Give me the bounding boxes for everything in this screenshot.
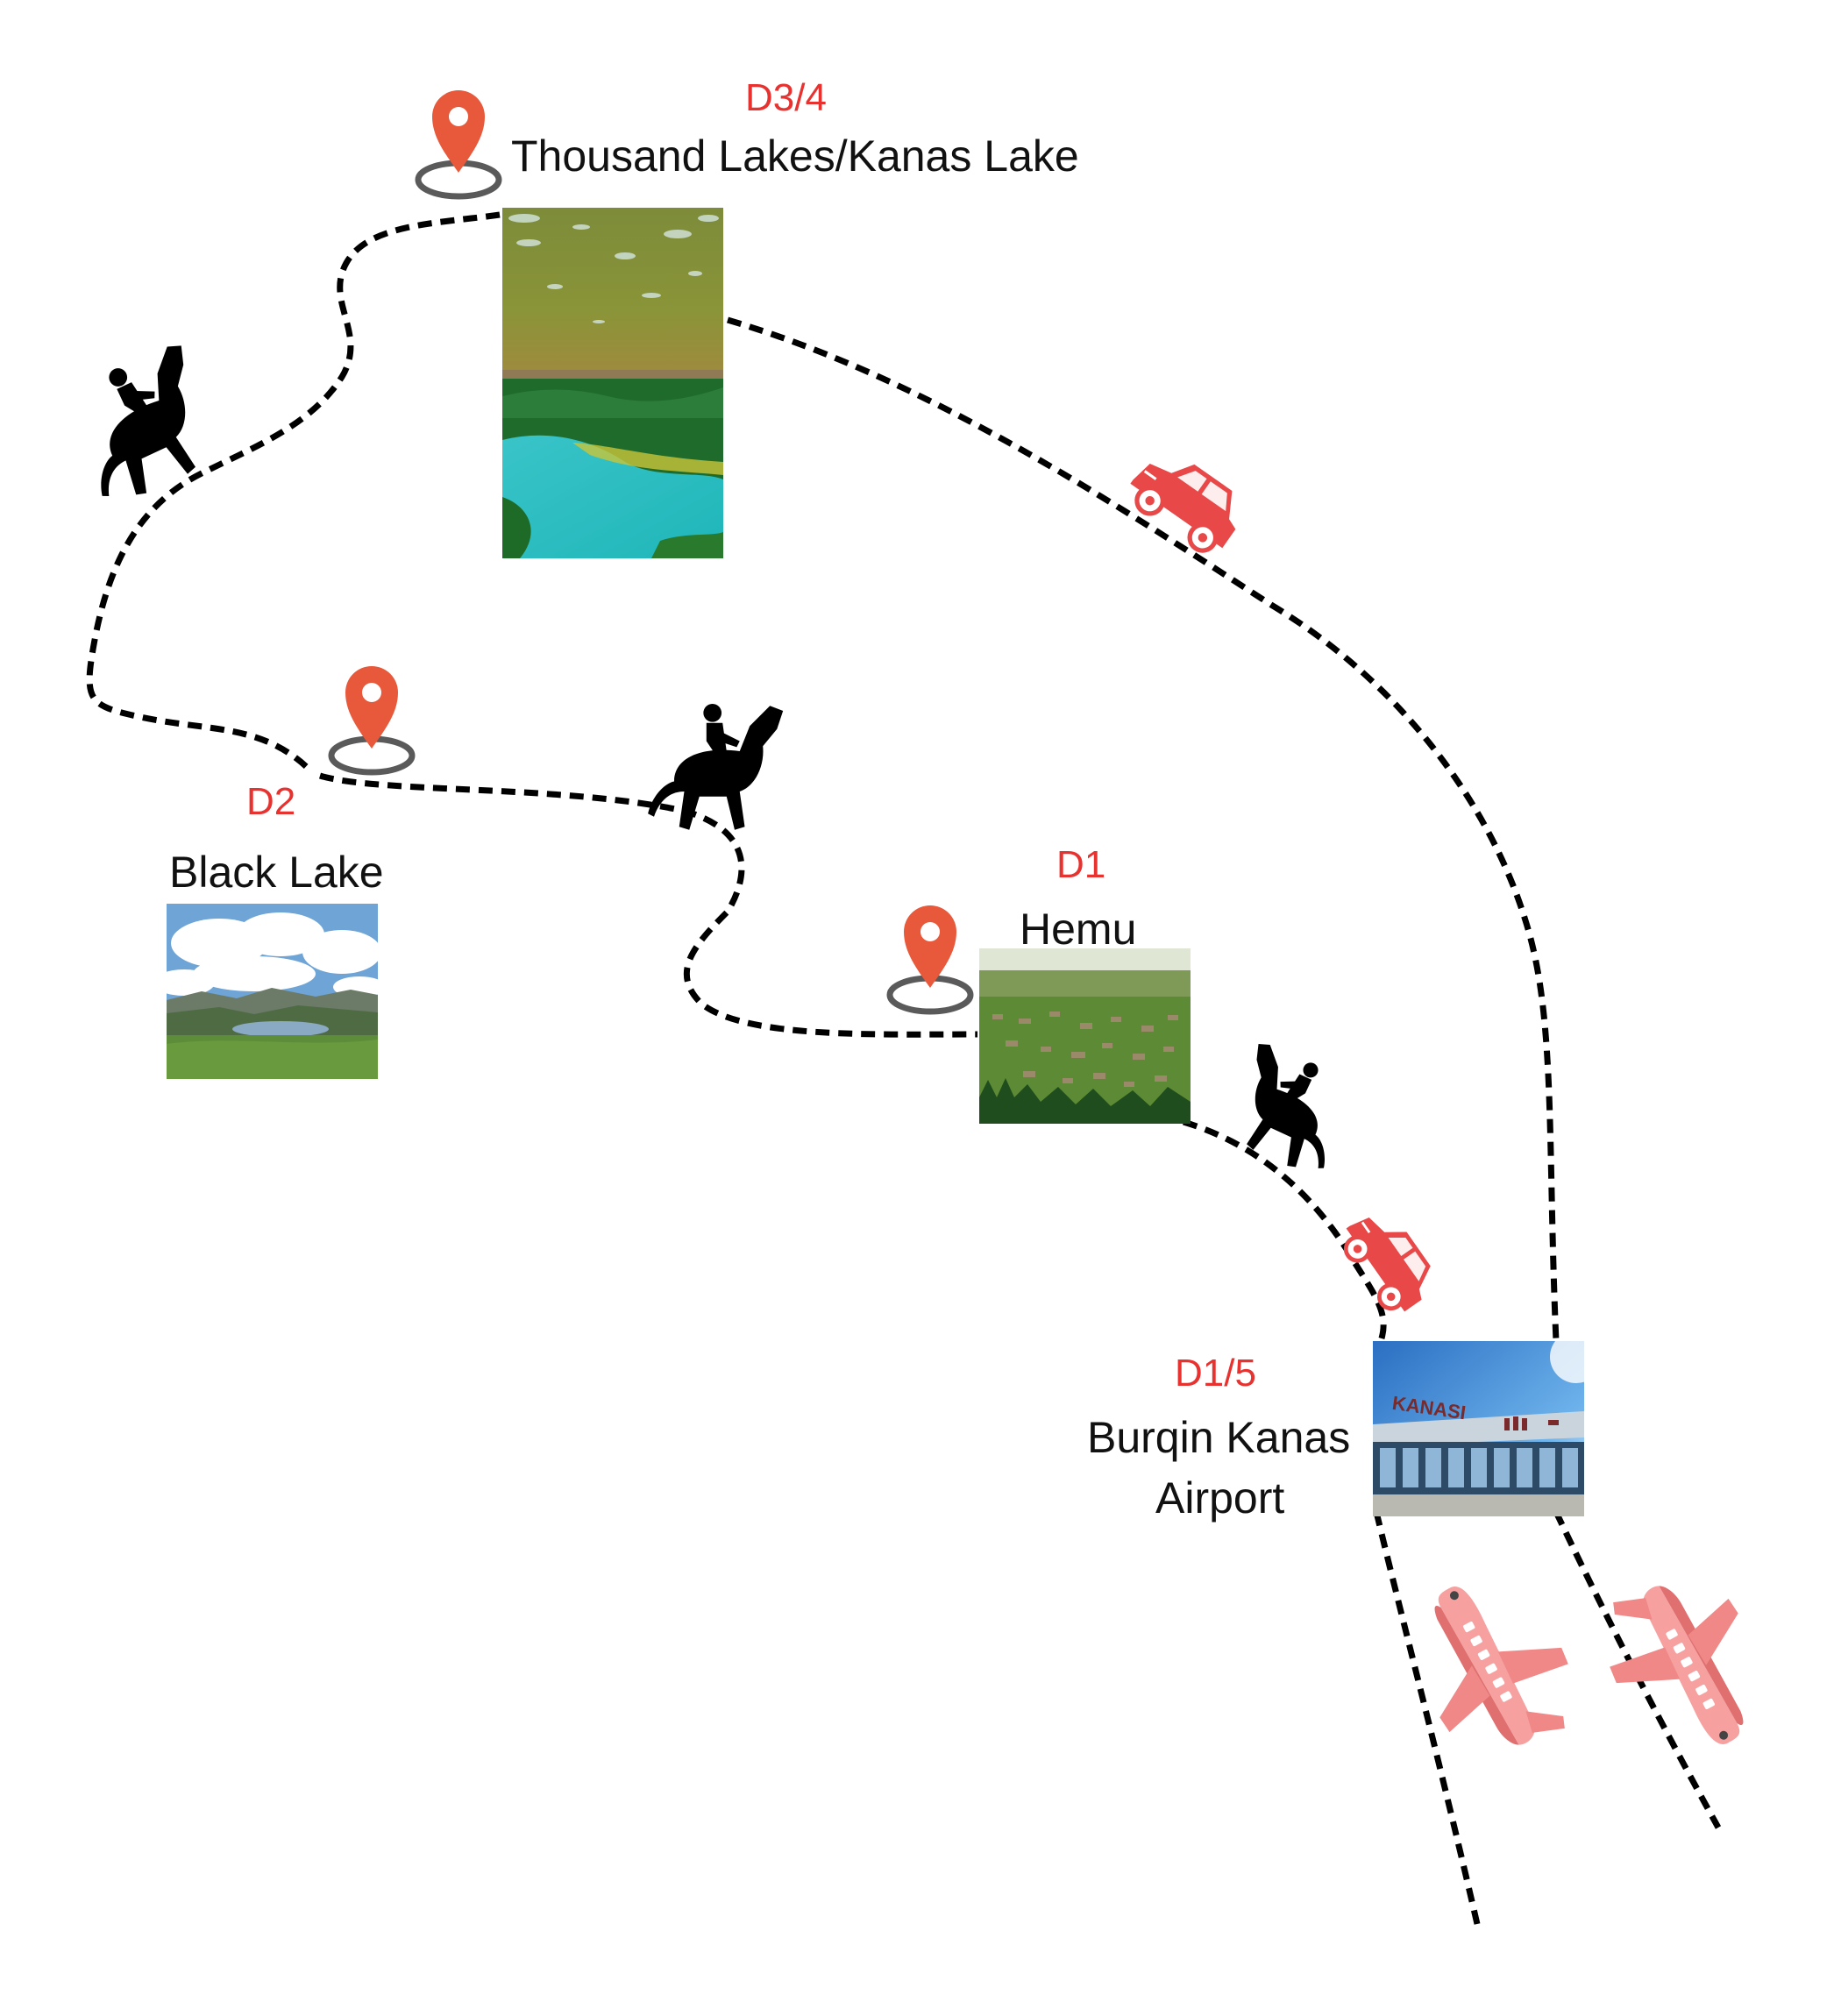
place-label-black-lake: Black Lake [169,848,384,897]
day-label-thousand-lakes: D3/4 [745,76,827,119]
route-segment-hemu-to-airport [1182,1118,1387,1343]
route-segment-flight-left [1373,1511,1481,1925]
airplane-icon [1388,1554,1596,1778]
day-label-hemu: D1 [1056,843,1106,886]
airplane-icon [1582,1552,1790,1777]
day-label-black-lake: D2 [246,780,296,823]
place-label-airport-line2: Airport [1155,1473,1285,1523]
black-lake-photo [167,904,378,1079]
thousand-lakes-photo [502,208,723,558]
airport-photo: KANASI [1373,1341,1584,1516]
hemu-photo [979,948,1191,1124]
route-segment-lakes-to-blacklake [86,211,501,774]
place-label-thousand-lakes: Thousand Lakes/Kanas Lake [511,131,1079,181]
route-segment-flight-right [1553,1510,1722,1829]
day-label-airport: D1/5 [1175,1352,1256,1395]
place-label-airport-line1: Burqin Kanas [1087,1413,1351,1462]
place-label-hemu: Hemu [1020,905,1137,954]
route-segment-lakes-to-airport [727,316,1560,1342]
